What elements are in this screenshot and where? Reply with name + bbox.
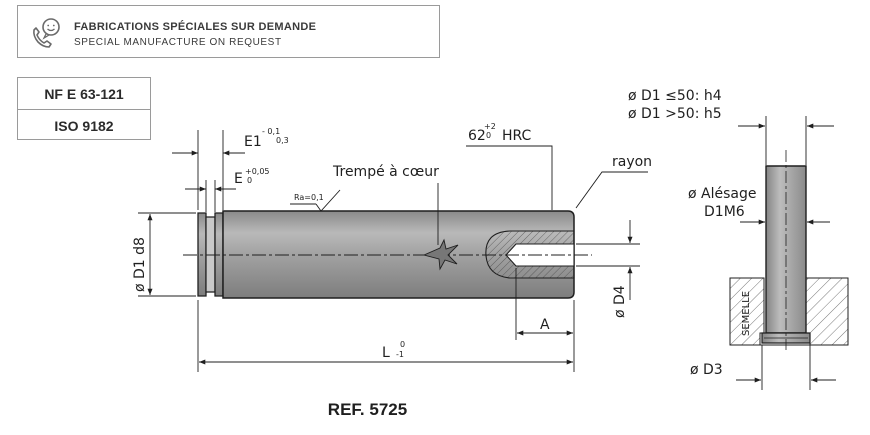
pin-side-view <box>183 210 592 299</box>
d1-d8-label: ø D1 d8 <box>132 237 148 292</box>
standard-nf: NF E 63-121 <box>44 85 124 102</box>
e-label: E <box>234 171 243 187</box>
d1-h4-label: ø D1 ≤50: h4 <box>628 88 722 104</box>
d4-label: ø D4 <box>612 285 628 318</box>
mounted-dimensions <box>736 116 836 390</box>
banner-title-en: SPECIAL MANUFACTURE ON REQUEST <box>74 37 282 48</box>
standard-iso: ISO 9182 <box>18 109 150 141</box>
hrc-value: 62 <box>468 128 486 144</box>
d3-label: ø D3 <box>690 362 723 378</box>
e-tol-upper: +0,05 <box>245 167 270 176</box>
special-manufacture-banner: FABRICATIONS SPÉCIALES SUR DEMANDE SPECI… <box>17 5 440 58</box>
mounted-labels: ø D1 ≤50: h4 ø D1 >50: h5 ø Alésage D1M6… <box>628 88 756 378</box>
reference-label: REF. 5725 <box>327 400 408 419</box>
hardened-label: Trempé à cœur <box>332 164 439 180</box>
hrc-unit: HRC <box>502 128 532 144</box>
a-label: A <box>540 317 550 333</box>
e1-tol-lower: 0,3 <box>276 136 289 145</box>
rayon-label: rayon <box>612 154 652 170</box>
banner-title-fr: FABRICATIONS SPÉCIALES SUR DEMANDE <box>74 21 317 33</box>
e1-tol-upper: - 0,1 <box>262 127 280 136</box>
alesage-label: ø Alésage <box>688 186 756 202</box>
support-agent-icon <box>33 18 60 48</box>
semelle-label: SEMELLE <box>741 291 752 336</box>
e1-label: E1 <box>244 134 262 150</box>
hrc-tol-lower: 0 <box>486 131 491 140</box>
e-tol-lower: 0 <box>247 176 252 185</box>
d1-h5-label: ø D1 >50: h5 <box>628 106 722 122</box>
d1m6-label: D1M6 <box>704 204 745 220</box>
ra-label: Ra=0,1 <box>294 193 324 202</box>
main-dimensions <box>138 130 648 372</box>
mounted-view <box>729 150 849 350</box>
main-labels: E1 - 0,1 0,3 E +0,05 0 Ra=0,1 Trempé à c… <box>132 122 652 361</box>
standards-box: NF E 63-121 ISO 9182 <box>17 77 151 140</box>
l-tol-upper: 0 <box>400 340 405 349</box>
hrc-tol-upper: +2 <box>484 122 496 131</box>
l-label: L <box>382 345 390 361</box>
l-tol-lower: -1 <box>396 350 404 359</box>
